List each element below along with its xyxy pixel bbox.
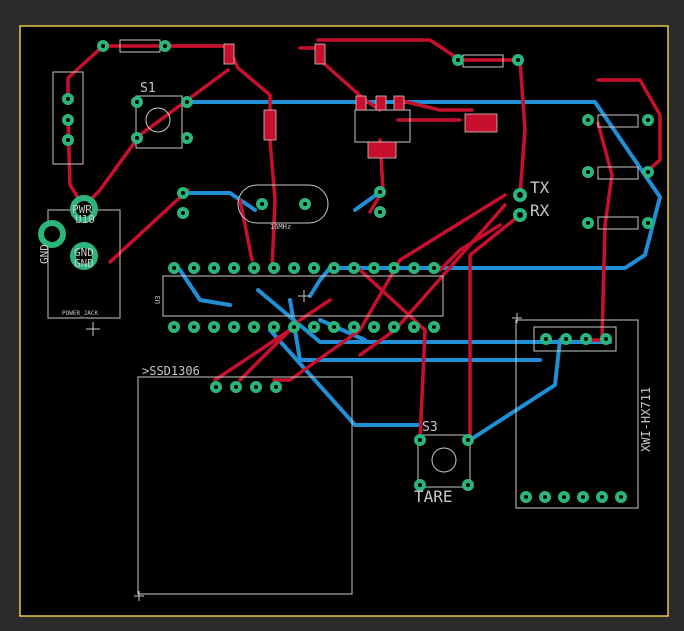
mcu-pin xyxy=(208,321,220,333)
label-u10: U10 xyxy=(75,213,95,226)
mcu-pin xyxy=(188,262,200,274)
mcu-pin xyxy=(308,321,320,333)
label-tx: TX xyxy=(530,178,550,197)
label-s1: S1 xyxy=(140,81,156,96)
label-gnd-left: GND xyxy=(38,244,51,264)
hx711-header-pin xyxy=(540,333,552,345)
mcu-pin xyxy=(228,262,240,274)
hx711-header-pin xyxy=(580,333,592,345)
switch-s3-dome xyxy=(431,447,457,473)
hx711-header-outline xyxy=(533,326,617,352)
pads xyxy=(62,40,654,491)
mcu-pin xyxy=(328,321,340,333)
mcu-pin xyxy=(328,262,340,274)
mcu-pin xyxy=(408,262,420,274)
mcu-pin xyxy=(428,321,440,333)
mcu-pin xyxy=(208,262,220,274)
ssd1306-outline xyxy=(137,376,353,595)
switch-s1-outline xyxy=(135,95,183,149)
mcu-pin xyxy=(248,321,260,333)
mcu-pin xyxy=(188,321,200,333)
mcu-pin xyxy=(348,321,360,333)
mcu-pin xyxy=(248,262,260,274)
label-pwr: PWR xyxy=(72,203,92,216)
hx711-pin xyxy=(558,491,570,503)
mcu-pin xyxy=(368,321,380,333)
hx711-header-pin xyxy=(600,333,612,345)
label-s3: S3 xyxy=(422,420,438,435)
mcu-pin xyxy=(388,321,400,333)
hx711-pin xyxy=(577,491,589,503)
mcu-pins xyxy=(168,262,440,333)
switch-s3-outline xyxy=(417,434,471,488)
connector-x-outline xyxy=(52,71,84,165)
label-rx: RX xyxy=(530,201,550,220)
resistor-2-outline xyxy=(597,166,639,180)
mcu-pin xyxy=(308,262,320,274)
resistor-3-outline xyxy=(597,216,639,230)
label-power-jack: POWER_JACK xyxy=(62,310,99,317)
silkscreen xyxy=(47,39,639,595)
mcu-pin xyxy=(408,321,420,333)
mcu-pin xyxy=(388,262,400,274)
hx711-pin xyxy=(520,491,532,503)
label-hx711: XWI-HX711 xyxy=(639,387,653,452)
hx711-pin xyxy=(596,491,608,503)
label-gnd-1: GND xyxy=(74,246,94,259)
resistor-1-outline xyxy=(597,114,639,128)
hx711-outline xyxy=(515,319,639,509)
crystal-outline xyxy=(237,184,329,224)
mcu-pin xyxy=(228,321,240,333)
hx711-pins xyxy=(520,333,627,503)
mcu-pin xyxy=(288,321,300,333)
mcu-pin xyxy=(428,262,440,274)
label-tare: TARE xyxy=(414,487,453,506)
mcu-pin xyxy=(368,262,380,274)
label-ssd1306: >SSD1306 xyxy=(142,364,200,378)
mcu-pin xyxy=(288,262,300,274)
mcu-pin xyxy=(168,321,180,333)
label-gnd-2: GND xyxy=(74,257,94,270)
mcu-pin xyxy=(168,262,180,274)
origin-marks xyxy=(86,290,522,601)
hx711-pin xyxy=(615,491,627,503)
mcu-outline xyxy=(162,275,444,317)
mcu-pin xyxy=(348,262,360,274)
mcu-pin xyxy=(268,321,280,333)
label-u3: U3 xyxy=(154,296,162,304)
power-pads xyxy=(38,195,98,270)
mcu-pin xyxy=(268,262,280,274)
label-crystal-freq: 16MHz xyxy=(270,223,291,231)
smd-parts xyxy=(223,43,498,159)
board-outline xyxy=(19,25,669,617)
switch-s1-dome xyxy=(145,107,171,133)
hx711-header-pin xyxy=(560,333,572,345)
hx711-pin xyxy=(539,491,551,503)
